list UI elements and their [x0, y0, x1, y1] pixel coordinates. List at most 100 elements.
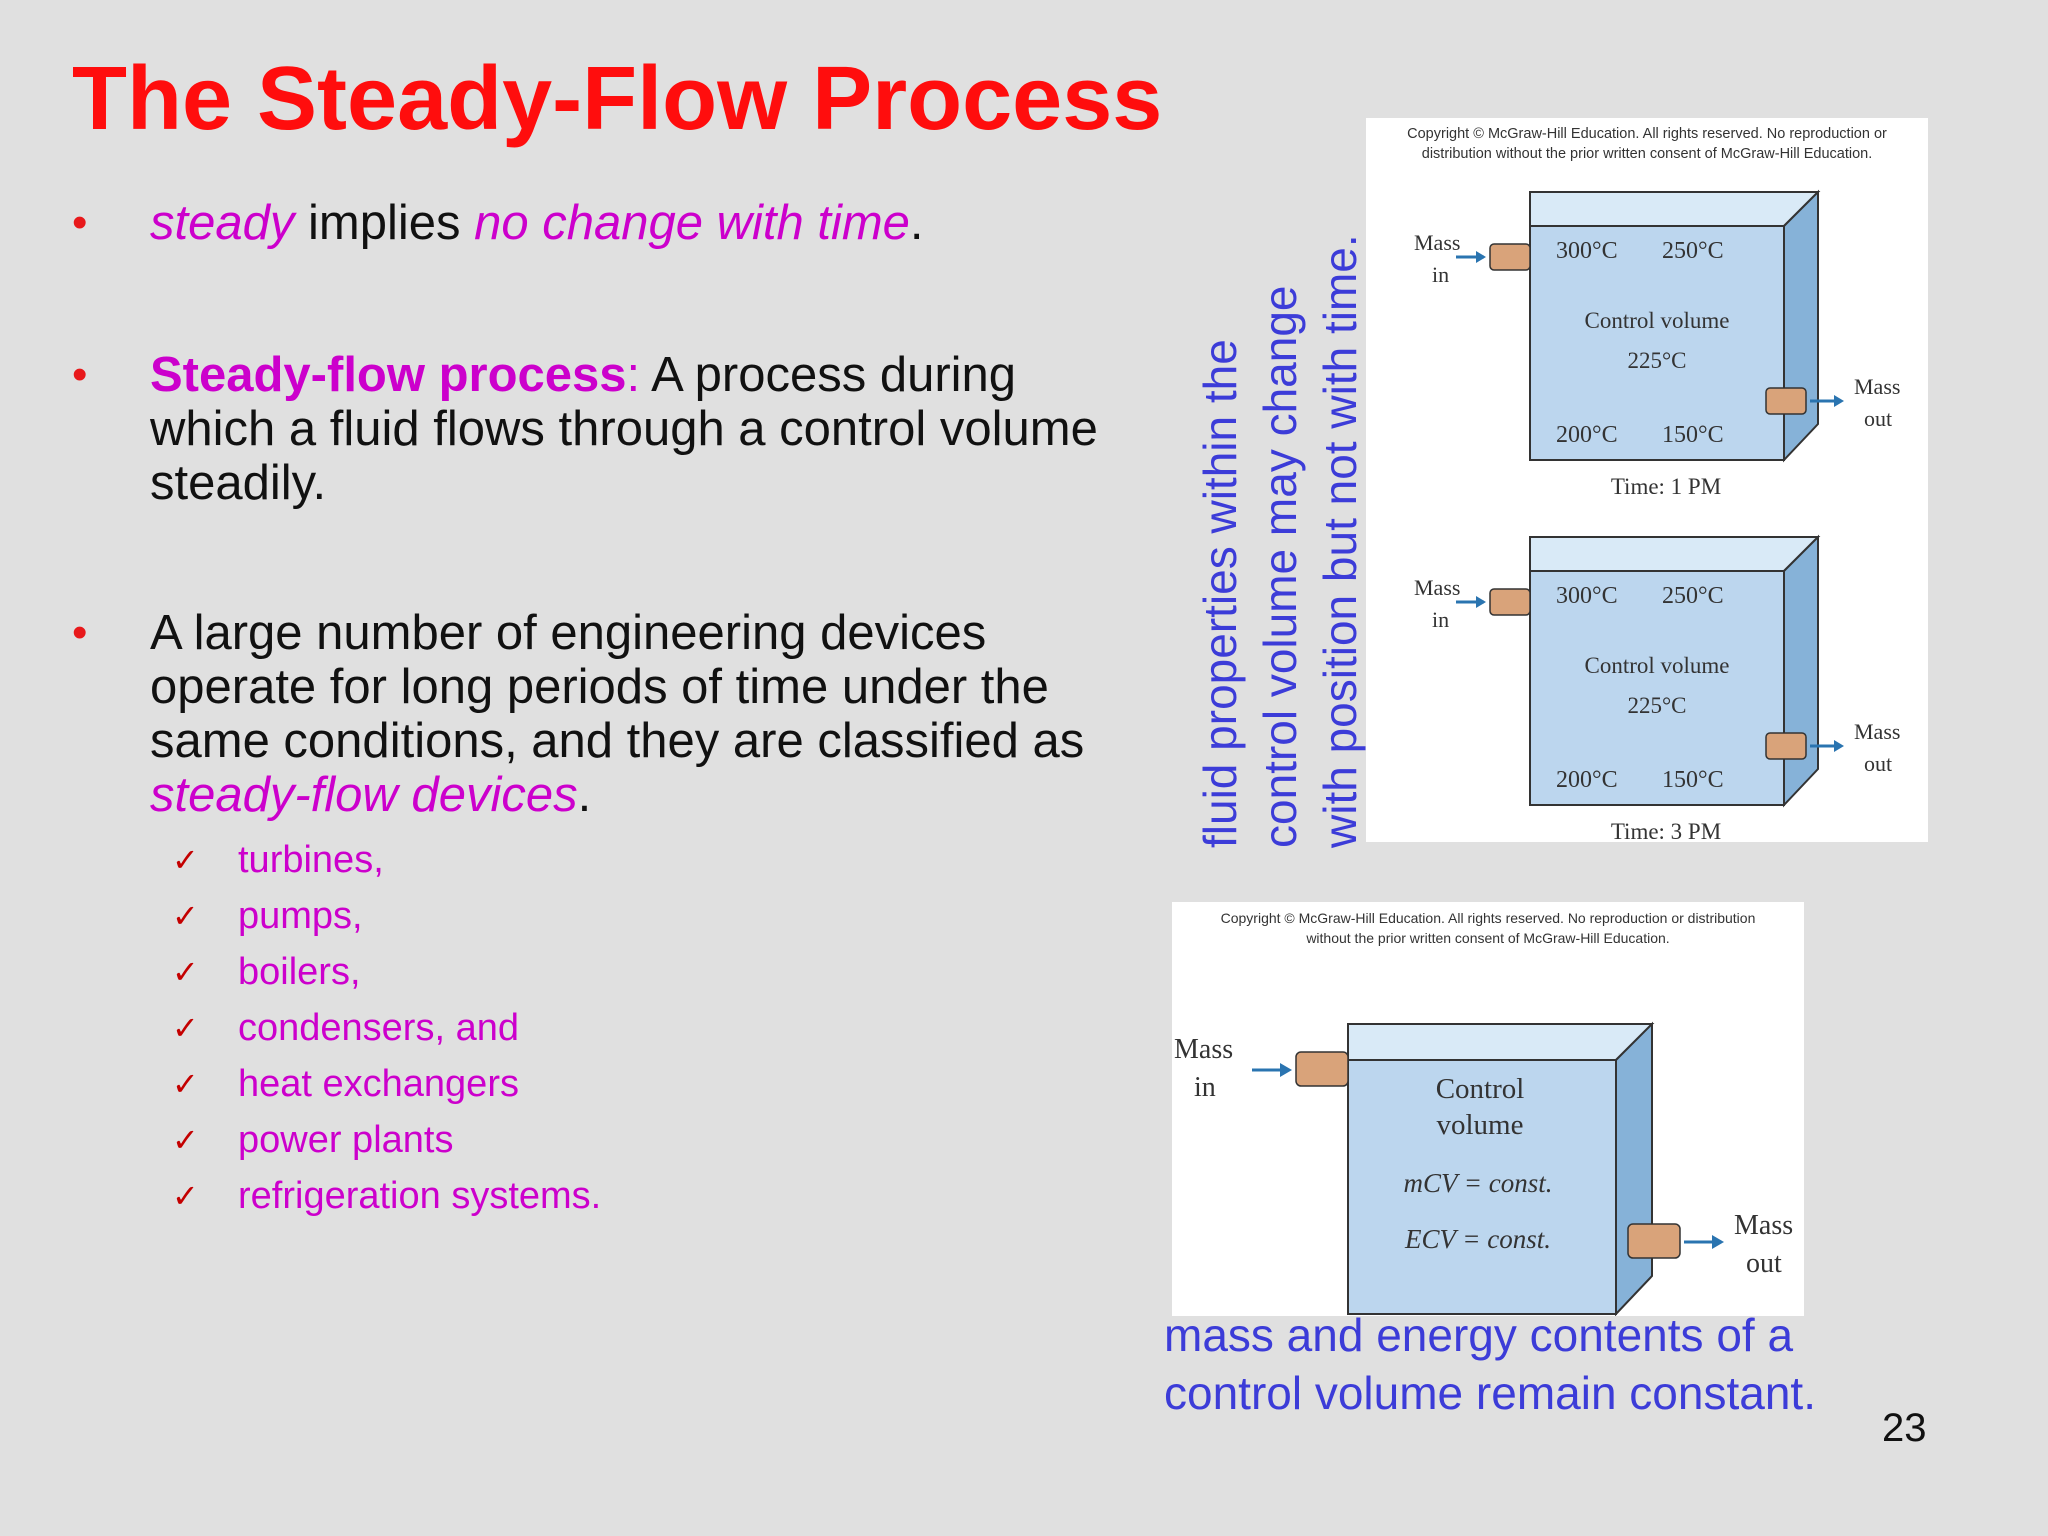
check-icon: ✓	[172, 842, 199, 878]
inlet-pipe	[1295, 1051, 1349, 1087]
term-steady-flow-process: Steady-flow process	[150, 348, 627, 402]
list-item-label: power plants	[238, 1119, 454, 1161]
mass-in-label: Mass	[1414, 230, 1460, 255]
arrow-head-icon	[1834, 395, 1844, 407]
check-icon: ✓	[172, 954, 199, 990]
temperature-label: 200°C	[1556, 422, 1618, 448]
box-top-face	[1529, 536, 1821, 572]
copyright-notice: Copyright © McGraw-Hill Education. All r…	[1220, 910, 1756, 946]
mass-in-label: in	[1194, 1072, 1216, 1103]
mass-equation: mCV = const.	[1404, 1168, 1553, 1198]
bullet-text: A large number of engineering devices op…	[150, 606, 1132, 822]
mass-in-label: Mass	[1414, 575, 1460, 600]
energy-equation: ECV = const.	[1404, 1224, 1551, 1254]
control-volume-label: Control volume	[1584, 308, 1729, 333]
list-item: ✓ pumps,	[172, 892, 601, 948]
check-icon: ✓	[172, 1178, 199, 1214]
time-label: Time: 3 PM	[1611, 819, 1721, 842]
control-volume-label: volume	[1437, 1109, 1524, 1141]
temperature-label: 150°C	[1662, 767, 1724, 793]
check-icon: ✓	[172, 898, 199, 934]
box-side-face	[1783, 189, 1819, 463]
device-list: ✓ turbines, ✓ pumps, ✓ boilers, ✓ condensers…	[172, 836, 601, 1228]
temperature-label: 225°C	[1627, 348, 1686, 373]
outlet-pipe	[1627, 1223, 1681, 1259]
mass-in-label: in	[1432, 607, 1449, 632]
arrow-head-icon	[1834, 740, 1844, 752]
term-no-change: no change with time	[474, 196, 910, 250]
figure-constant-mass-energy: Copyright © McGraw-Hill Education. All r…	[1172, 902, 1804, 1316]
arrow-head-icon	[1280, 1063, 1292, 1077]
mass-in-label: Mass	[1174, 1034, 1233, 1065]
outlet-pipe	[1765, 387, 1807, 415]
page-number: 23	[1882, 1406, 1927, 1450]
outlet-pipe	[1765, 732, 1807, 760]
text-fragment: .	[577, 768, 592, 822]
caption-line: control volume may change	[1254, 285, 1306, 848]
box-front-face	[1347, 1059, 1617, 1315]
mass-out-label: Mass	[1854, 719, 1900, 744]
check-icon: ✓	[172, 1066, 199, 1102]
temperature-label: 200°C	[1556, 767, 1618, 793]
list-item-label: boilers,	[238, 951, 361, 993]
figure-control-volume-time: Copyright © McGraw-Hill Education. All r…	[1366, 118, 1928, 842]
caption-line: with position but not with time.	[1314, 234, 1366, 848]
time-label: Time: 1 PM	[1611, 474, 1721, 499]
mass-in-label: in	[1432, 262, 1449, 287]
page-title: The Steady-Flow Process	[72, 49, 1163, 149]
list-item-label: pumps,	[238, 895, 363, 937]
mass-out-label: Mass	[1854, 374, 1900, 399]
arrow-head-icon	[1712, 1235, 1724, 1249]
temperature-label: 300°C	[1556, 238, 1618, 264]
temperature-label: 250°C	[1662, 583, 1724, 609]
box-top-face	[1529, 191, 1821, 227]
temperature-label: 300°C	[1556, 583, 1618, 609]
inlet-pipe	[1489, 588, 1531, 616]
box-front-face	[1529, 570, 1785, 806]
check-icon: ✓	[172, 1010, 199, 1046]
temperature-label: 225°C	[1627, 693, 1686, 718]
list-item: ✓ condensers, and	[172, 1004, 601, 1060]
check-icon: ✓	[172, 1122, 199, 1158]
list-item-label: heat exchangers	[238, 1063, 519, 1105]
list-item-label: turbines,	[238, 839, 384, 881]
list-item: ✓ turbines,	[172, 836, 601, 892]
list-item: ✓ heat exchangers	[172, 1060, 601, 1116]
control-volume-label: Control	[1436, 1073, 1525, 1105]
temperature-label: 250°C	[1662, 238, 1724, 264]
bullet-steady-flow-process: • Steady-flow process: A process during …	[72, 348, 1132, 510]
control-volume-diagram: Mass in Mass out Control volume mCV = co…	[1174, 1021, 1793, 1316]
bullet-steady: • steady implies no change with time.	[72, 196, 1132, 250]
box-side-face	[1783, 534, 1819, 808]
list-item: ✓ refrigeration systems.	[172, 1172, 601, 1228]
mass-out-label: out	[1746, 1248, 1782, 1279]
list-item-label: refrigeration systems.	[238, 1175, 602, 1217]
text-fragment: A large number of engineering devices op…	[150, 606, 1085, 768]
bullet-marker: •	[72, 608, 88, 657]
bullet-marker: •	[72, 198, 88, 247]
box-front-face	[1529, 225, 1785, 461]
bullet-text: Steady-flow process: A process during wh…	[150, 348, 1132, 510]
bullet-text: steady implies no change with time.	[150, 196, 1132, 250]
list-item: ✓ power plants	[172, 1116, 601, 1172]
figure2-caption: mass and energy contents of a control vo…	[1164, 1309, 1816, 1419]
term-steady-flow-devices: steady-flow devices	[150, 768, 578, 822]
term-steady: steady	[150, 196, 295, 250]
box-side-face	[1615, 1021, 1653, 1316]
arrow-head-icon	[1476, 251, 1486, 263]
text-fragment: A process during which a fluid flows thr…	[150, 348, 1098, 510]
control-volume-diagram: Mass in Mass out 300°C 250°C Control vol…	[1414, 189, 1900, 842]
caption-line: fluid properties within the	[1194, 339, 1246, 848]
temperature-label: 150°C	[1662, 422, 1724, 448]
mass-out-label: out	[1864, 406, 1892, 431]
mass-out-label: Mass	[1734, 1210, 1793, 1241]
text-fragment: implies	[294, 196, 475, 250]
box-top-face	[1347, 1023, 1655, 1061]
arrow-head-icon	[1476, 596, 1486, 608]
copyright-notice: Copyright © McGraw-Hill Education. All r…	[1407, 126, 1887, 162]
bullet-steady-flow-devices: • A large number of engineering devices …	[72, 606, 1132, 822]
figure1-caption: fluid properties within the control volu…	[1190, 188, 1370, 848]
list-item-label: condensers, and	[238, 1007, 519, 1049]
inlet-pipe	[1489, 243, 1531, 271]
mass-out-label: out	[1864, 751, 1892, 776]
